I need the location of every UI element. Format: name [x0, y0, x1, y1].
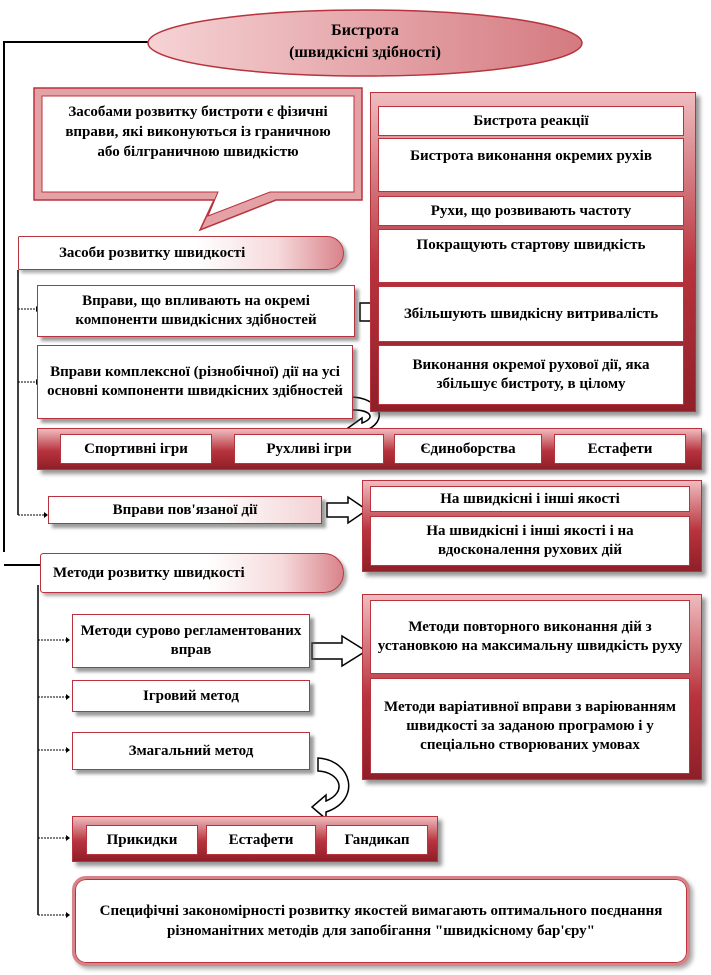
- means-header-label: Засоби розвитку швидкості: [59, 244, 246, 261]
- curved-arrow-competitive: [310, 757, 350, 821]
- title-line-1: Бистрота: [331, 22, 399, 39]
- related-item-1: На швидкісні і інші якості: [370, 486, 690, 512]
- title-connector-line: [3, 41, 148, 552]
- game-martial: Єдиноборства: [394, 434, 542, 464]
- right-item-reaction: Бистрота реакції: [378, 106, 684, 136]
- competitive-relay: Естафети: [206, 825, 316, 855]
- competitive-handicap: Гандикап: [326, 825, 428, 855]
- game-mobile: Рухливі ігри: [234, 434, 384, 464]
- block-arrow-related: [326, 495, 369, 525]
- game-relay: Естафети: [554, 434, 686, 464]
- right-item-frequency: Рухи, що розвивають частоту: [378, 196, 684, 226]
- right-item-endurance: Збільшують швидкісну витривалість: [378, 286, 684, 342]
- title-ellipse: [147, 9, 583, 77]
- game-sport: Спортивні ігри: [60, 434, 212, 464]
- method-strict-box: Методи сурово регламентованих вправ: [72, 614, 310, 668]
- right-item-whole-action: Виконання окремої рухової дії, яка збіль…: [378, 345, 684, 405]
- related-item-2: На швидкісні і інші якості і на вдоскона…: [370, 516, 690, 566]
- title-line-2: (швидкісні здібності): [289, 44, 441, 61]
- means-components-box: Вправи, що впливають на окремі компонент…: [37, 285, 355, 337]
- method-competitive-box: Змагальний метод: [72, 732, 310, 770]
- competitive-trials: Прикидки: [86, 825, 198, 855]
- means-complex-box: Вправи комплексної (різнобічної) дії на …: [37, 345, 353, 419]
- methods-header-label: Методи розвитку швидкості: [53, 564, 245, 581]
- block-arrow-strict: [311, 634, 368, 668]
- means-header: Засоби розвитку швидкості: [18, 236, 344, 270]
- method-repeat-box: Методи повторного виконання дій з устано…: [370, 600, 690, 674]
- note-box: Специфічні закономірності розвитку якост…: [72, 876, 690, 966]
- methods-header: Методи розвитку швидкості: [40, 553, 344, 593]
- title-text: Бистрота (швидкісні здібності): [200, 20, 530, 64]
- method-variative-box: Методи варіативної вправи з варіюванням …: [370, 678, 690, 774]
- means-related-box: Вправи пов'язаної дії: [48, 496, 322, 524]
- right-item-start-speed: Покращують стартову швидкість: [378, 229, 684, 283]
- method-game-box: Ігровий метод: [72, 680, 310, 712]
- callout-text: Засобами розвитку бистроти є фізичні впр…: [65, 104, 331, 160]
- right-item-single-moves: Бистрота виконання окремих рухів: [378, 138, 684, 192]
